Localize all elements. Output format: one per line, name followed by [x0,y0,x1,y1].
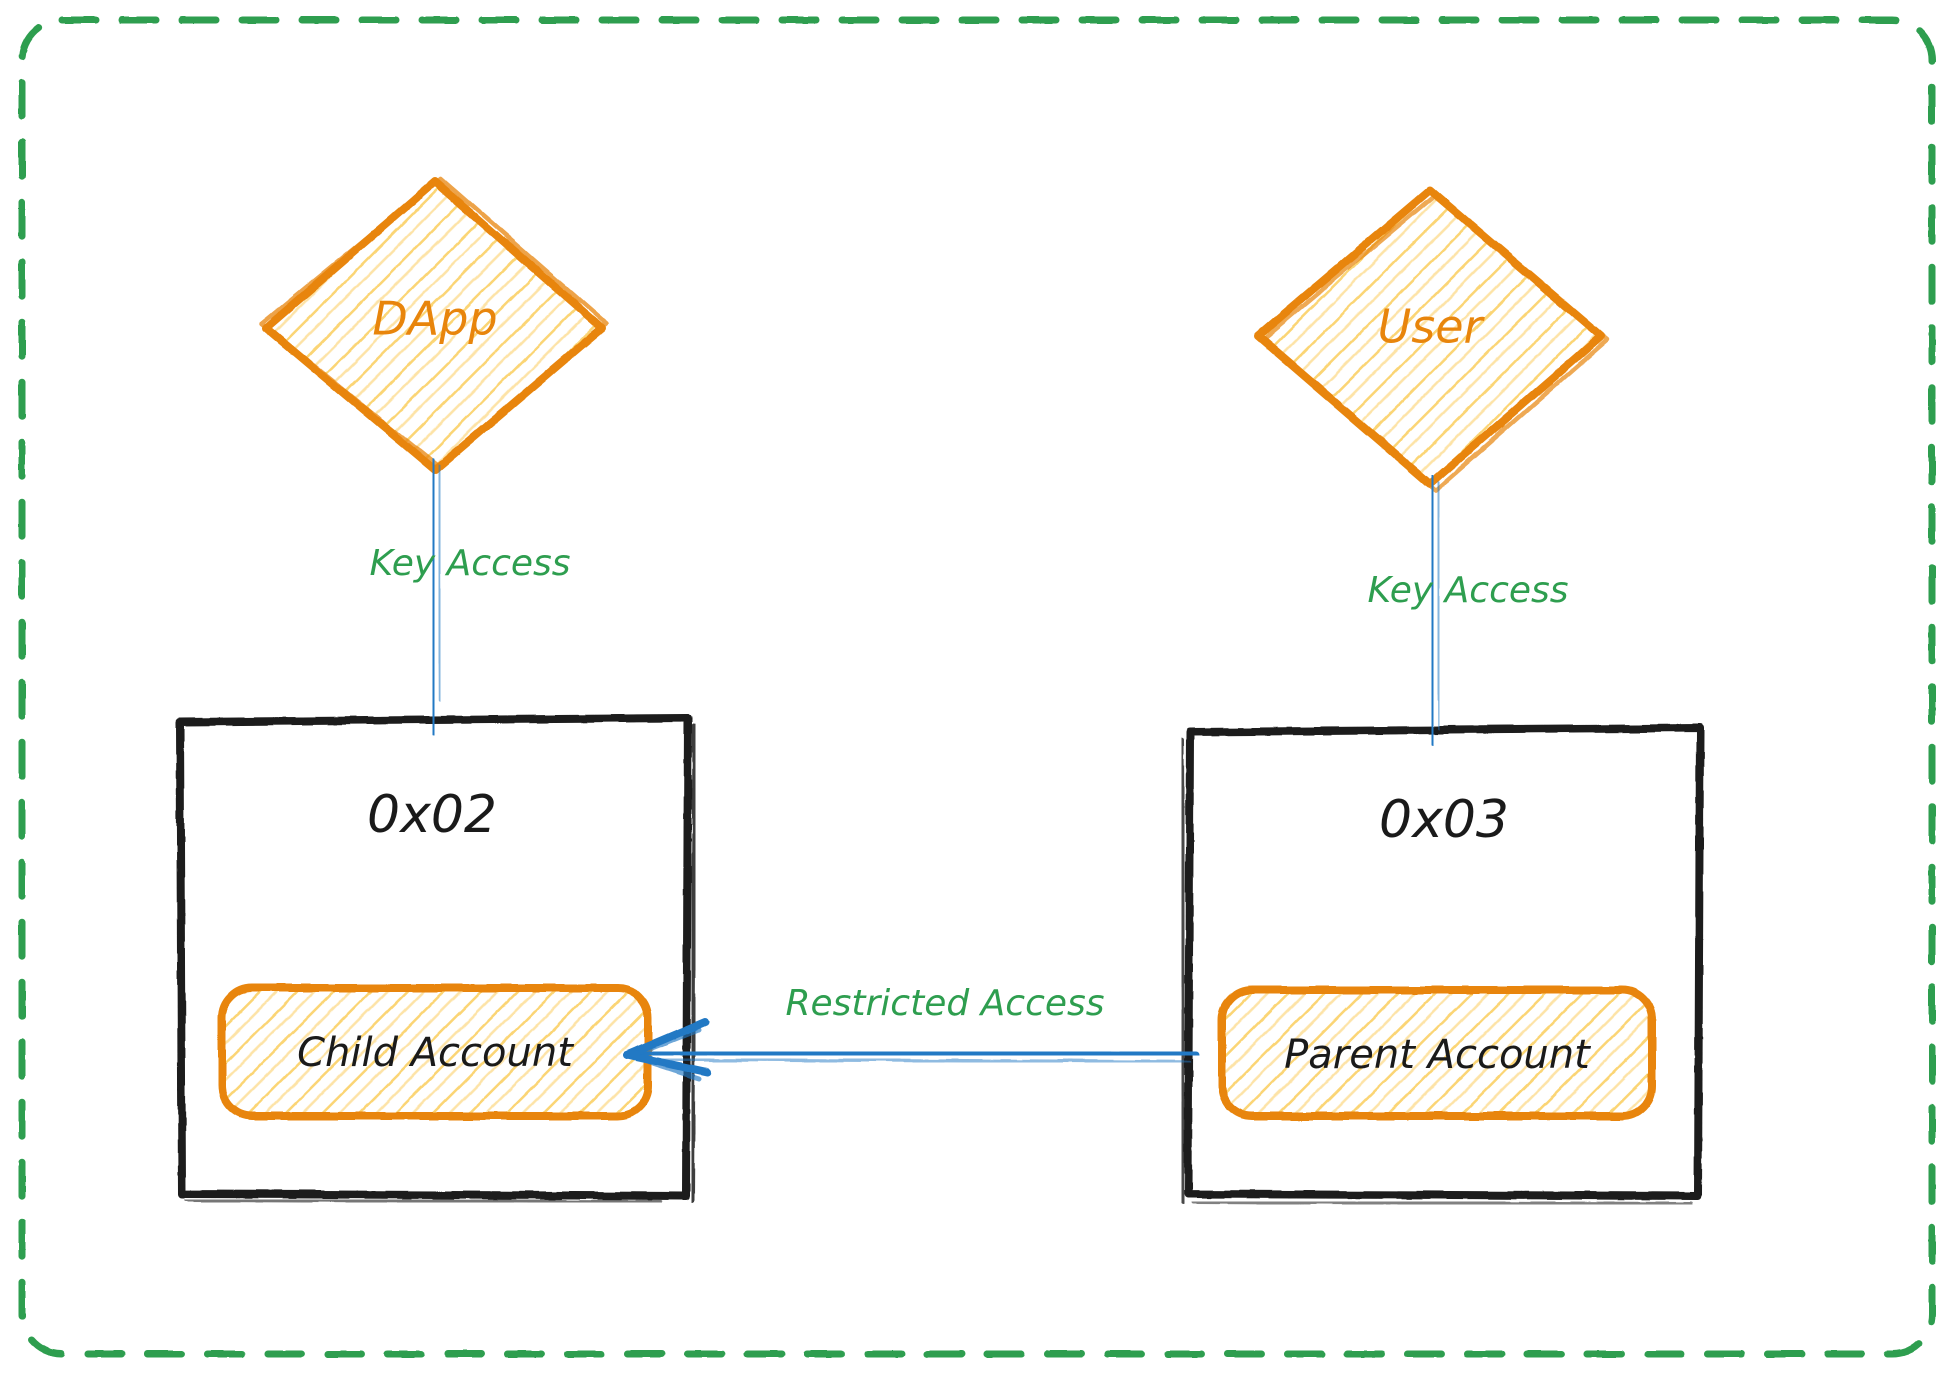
node-account-0x02-label: 0x02 [367,785,497,845]
node-user[interactable]: User [1254,186,1610,493]
flow-boundary [18,16,1936,1358]
node-parent-account[interactable]: Parent Account [1218,986,1656,1120]
edge-dapp-to-account-0x02[interactable]: Key Access [369,458,571,736]
node-account-0x03[interactable]: 0x03 [1179,724,1704,1206]
edge-user-to-account-0x03[interactable]: Key Access [1367,474,1569,746]
arrowhead-icon [623,1018,711,1081]
node-user-label: User [1378,300,1486,354]
node-child-account[interactable]: Child Account [218,984,652,1120]
edge-parent-to-child[interactable]: Restricted Access [623,983,1200,1081]
node-dapp[interactable]: DApp [259,175,610,474]
edge-user-label: Key Access [1367,570,1568,611]
node-account-0x03-label: 0x03 [1379,790,1509,850]
node-child-account-label: Child Account [297,1030,574,1076]
edge-dapp-label: Key Access [369,543,570,584]
edge-restricted-access-label: Restricted Access [785,983,1104,1024]
node-account-0x02[interactable]: 0x02 [176,714,698,1204]
node-parent-account-label: Parent Account [1284,1032,1591,1078]
node-dapp-label: DApp [372,292,497,346]
